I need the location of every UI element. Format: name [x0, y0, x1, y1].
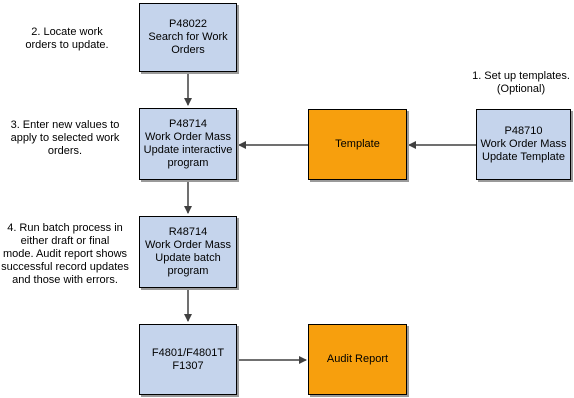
template-label: Template [335, 138, 380, 150]
step-4-line-1: 4. Run batch process in [7, 222, 123, 234]
p48022-search-box: P48022 Search for Work Orders [139, 3, 237, 72]
p48710-line-2: Work Order Mass [480, 138, 567, 150]
p48022-line-3: Orders [171, 44, 205, 56]
r48714-line-2: Work Order Mass [145, 239, 231, 251]
step-3-note: 3. Enter new values to apply to selected… [0, 119, 130, 158]
step-1-line-2: (Optional) [496, 83, 546, 95]
step-4-note: 4. Run batch process in either draft or … [0, 222, 130, 287]
r48714-line-1: R48714 [168, 226, 208, 238]
p48022-line-2: Search for Work [148, 31, 228, 43]
f4801-line-2: F1307 [172, 359, 204, 372]
p48710-template-box: P48710 Work Order Mass Update Template [476, 109, 571, 180]
p48710-line-1: P48710 [504, 125, 543, 137]
step-4-line-2: either draft or final [20, 235, 110, 247]
step-3-line-1: 3. Enter new values to [10, 119, 120, 131]
r48714-line-4: program [167, 265, 209, 277]
step-1-line-1: 1. Set up templates. [472, 70, 570, 82]
audit-report-box: Audit Report [308, 324, 407, 395]
p48714-line-2: Work Order Mass [145, 131, 231, 143]
p48714-line-3: Update interactive [143, 144, 233, 156]
p48714-line-1: P48714 [169, 118, 207, 130]
template-box: Template [308, 109, 407, 180]
step-2-note: 2. Locate work orders to update. [12, 26, 122, 52]
audit-report-label: Audit Report [326, 353, 389, 365]
step-3-line-2: apply to selected work [10, 132, 120, 144]
step-2-line-2: orders to update. [25, 39, 109, 51]
r48714-batch-box: R48714 Work Order Mass Update batch prog… [139, 216, 237, 288]
f4801-tables-box: F4801/F4801T F1307 [139, 324, 237, 395]
p48710-line-3: Update Template [482, 151, 565, 163]
step-4-line-5: and those with errors. [12, 274, 118, 286]
f4801-line-1: F4801/F4801T [151, 346, 225, 359]
step-3-line-3: orders. [47, 145, 83, 157]
p48714-line-4: program [167, 157, 209, 169]
step-4-line-3: mode. Audit report shows [2, 248, 128, 260]
step-2-line-1: 2. Locate work [31, 26, 103, 38]
r48714-line-3: Update batch [155, 252, 221, 264]
step-4-line-4: successful record updates [1, 261, 129, 273]
p48022-line-1: P48022 [169, 18, 207, 30]
p48714-interactive-box: P48714 Work Order Mass Update interactiv… [139, 108, 237, 180]
step-1-note: 1. Set up templates. (Optional) [466, 70, 574, 96]
